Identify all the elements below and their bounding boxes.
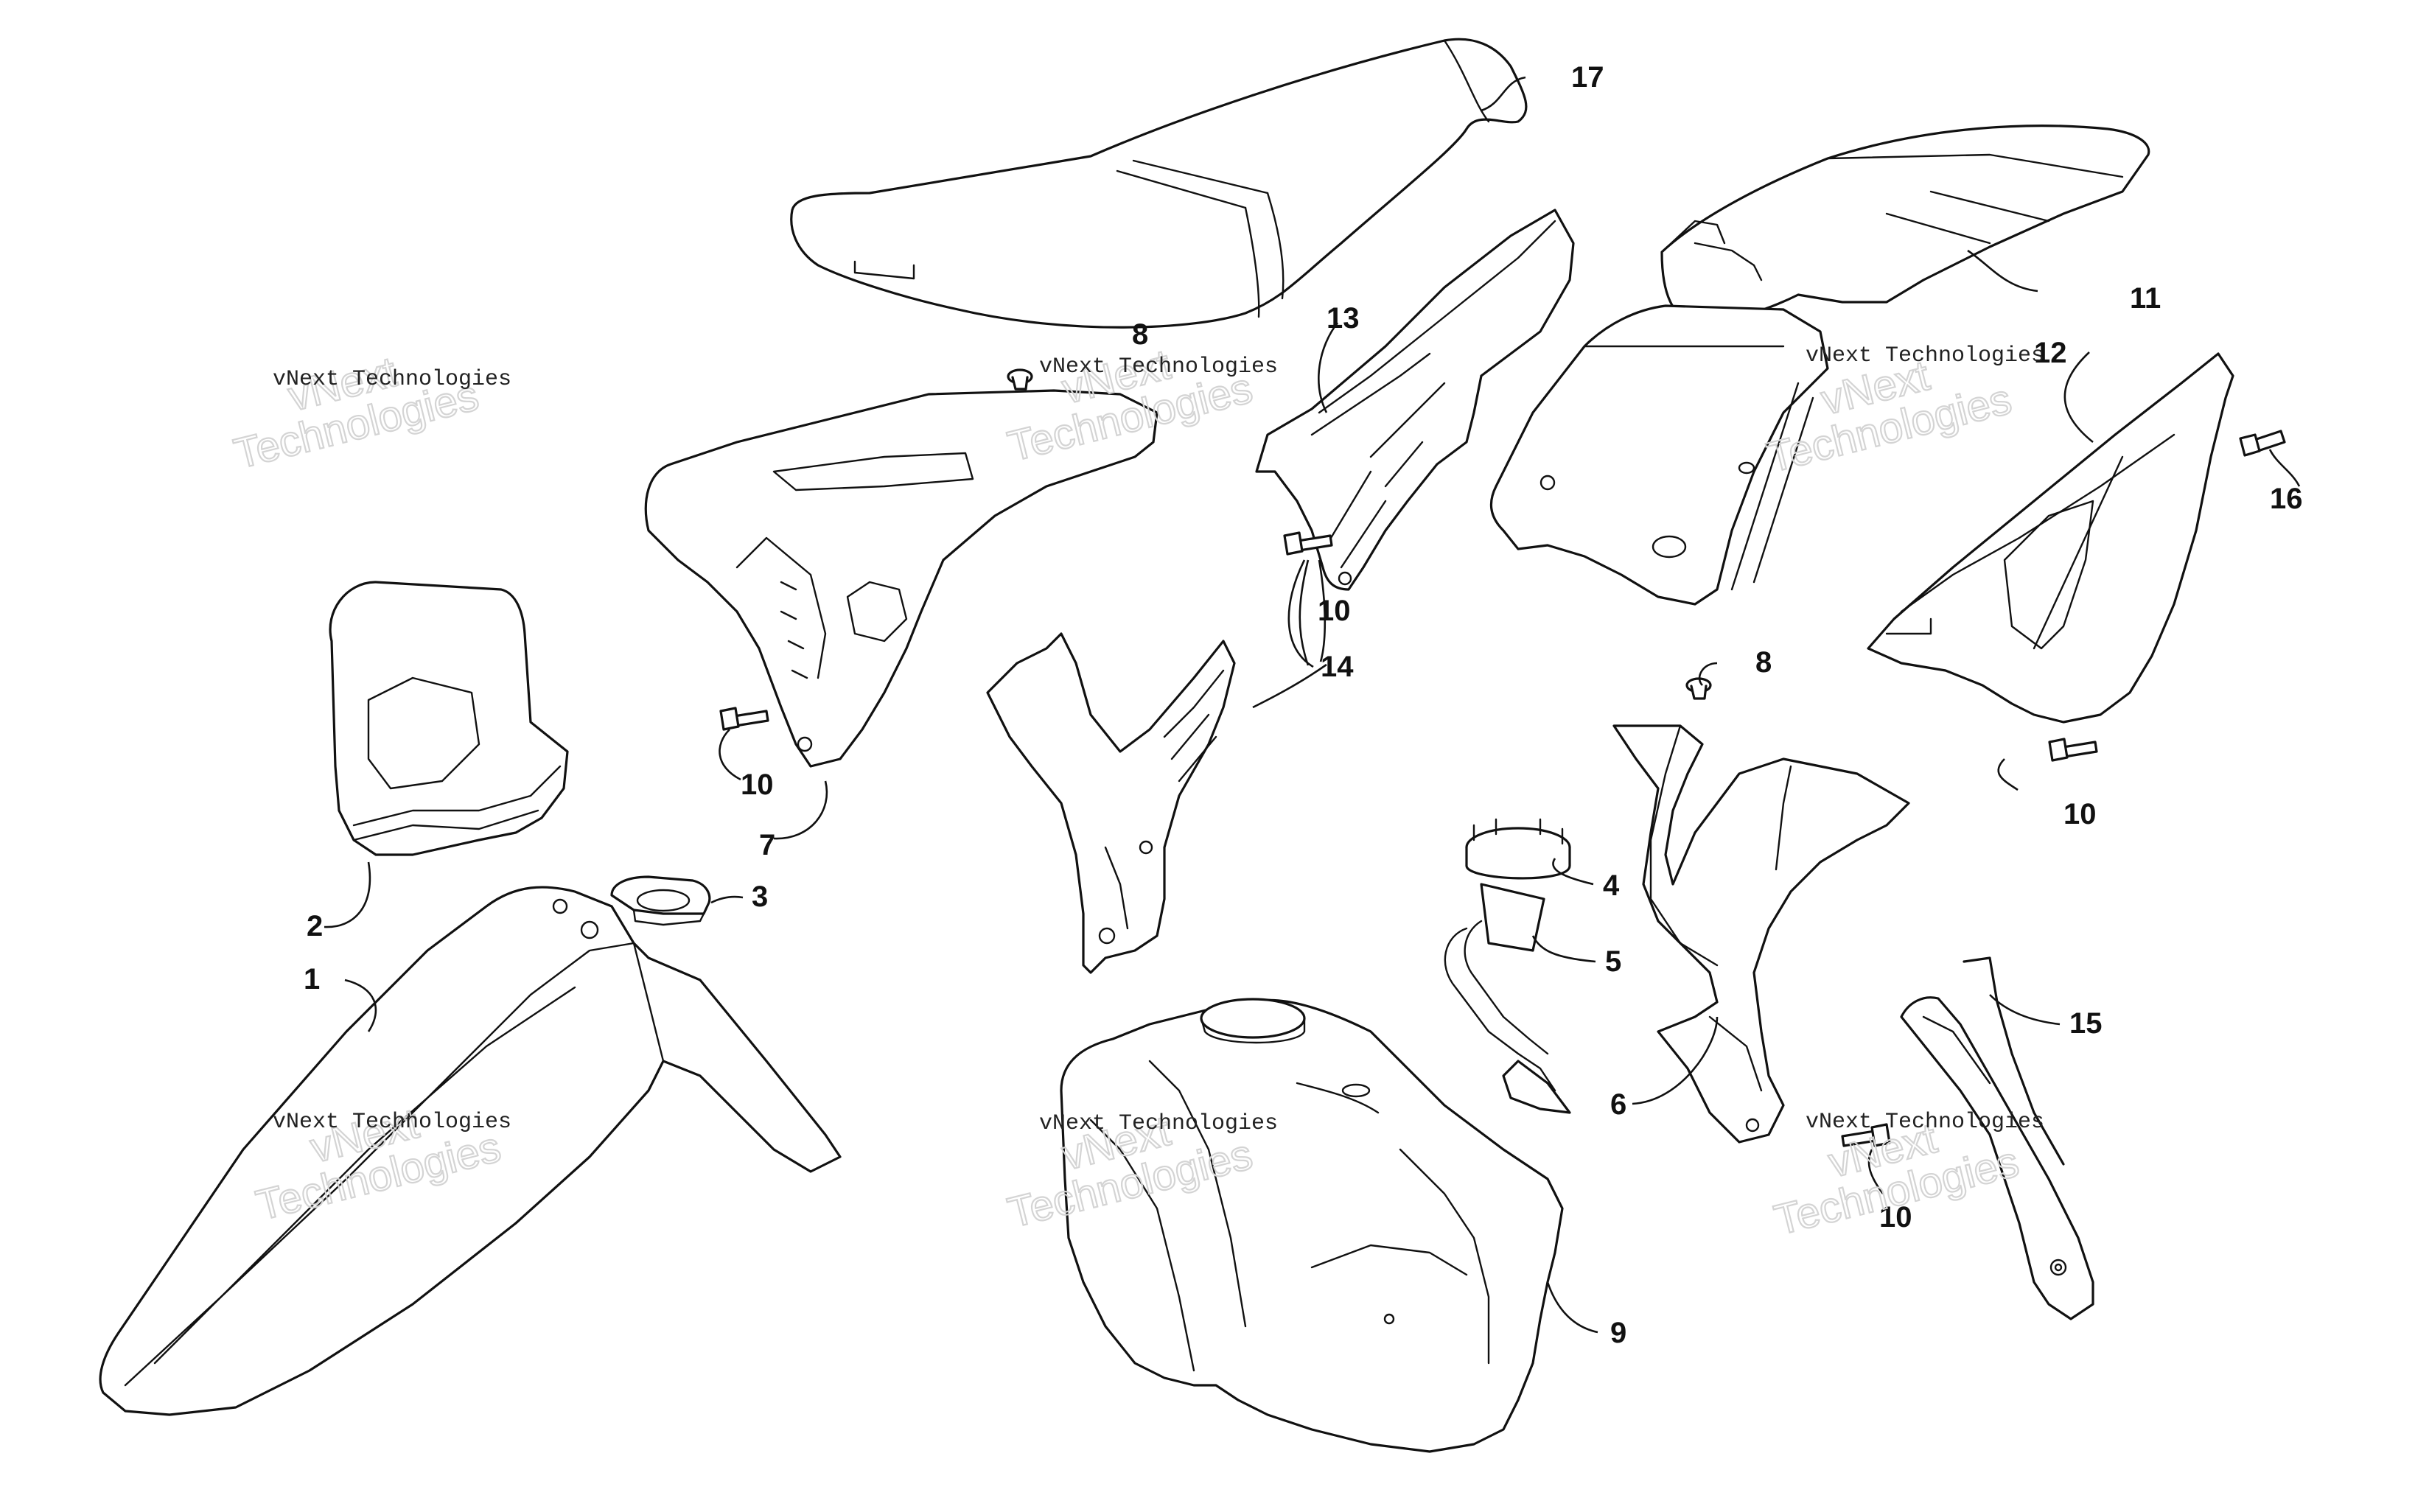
screw-8-shroud xyxy=(1007,368,1033,391)
part-airbox-cover xyxy=(1489,304,1829,606)
callout-8-top: 8 xyxy=(1132,318,1148,351)
screw-8-tank xyxy=(1685,677,1712,700)
callout-10-side: 10 xyxy=(2063,798,2097,830)
watermark: vNextTechnologies vNext Technologies xyxy=(219,330,511,479)
watermark-text: vNext Technologies xyxy=(1039,354,1278,379)
part-fuel-tank xyxy=(1060,998,1564,1453)
callout-10-shroud: 10 xyxy=(741,769,774,801)
part-rear-fender xyxy=(1660,125,2150,326)
callout-14: 14 xyxy=(1321,651,1354,683)
callout-7: 7 xyxy=(759,829,775,861)
part-radiator-shroud xyxy=(644,389,1158,768)
part-side-panel-upper xyxy=(1255,209,1575,591)
callout-2: 2 xyxy=(307,910,323,942)
part-number-plate xyxy=(329,581,569,856)
part-frame-guard xyxy=(986,632,1236,974)
watermark-overlay-text: vNextTechnologies xyxy=(219,330,483,478)
callout-5: 5 xyxy=(1605,945,1621,978)
watermark-text: vNext Technologies xyxy=(273,1110,511,1135)
callout-6: 6 xyxy=(1610,1088,1626,1121)
part-seat xyxy=(790,38,1528,329)
callout-11: 11 xyxy=(2130,282,2161,315)
watermark-text: vNext Technologies xyxy=(1039,1111,1278,1136)
callout-labels: 17 13 11 12 16 8 8 10 10 10 10 14 7 2 3 … xyxy=(304,61,2303,1349)
callout-13: 13 xyxy=(1327,302,1360,335)
watermark-text: vNext Technologies xyxy=(1806,1110,2044,1135)
bolt-10-shroud-right xyxy=(1841,1123,1891,1147)
watermark-text: vNext Technologies xyxy=(1806,343,2044,368)
part-right-shroud xyxy=(1612,724,1910,1144)
callout-10-panel: 10 xyxy=(1318,595,1351,627)
callout-9: 9 xyxy=(1610,1317,1626,1349)
bolt-10-shroud xyxy=(719,707,769,731)
bolt-10-side xyxy=(2048,738,2098,762)
callout-12: 12 xyxy=(2034,337,2067,369)
callout-4: 4 xyxy=(1603,869,1620,902)
part-clamp xyxy=(610,875,711,926)
leader-lines xyxy=(324,76,2301,1334)
callout-3: 3 xyxy=(752,881,768,913)
callout-1: 1 xyxy=(304,963,320,995)
callout-8-right: 8 xyxy=(1755,646,1772,679)
part-side-panel-right xyxy=(1867,352,2234,724)
callout-17: 17 xyxy=(1571,61,1604,94)
callout-10-lower: 10 xyxy=(1879,1201,1912,1233)
part-bolt-16 xyxy=(2239,430,2286,457)
callout-16: 16 xyxy=(2270,483,2303,515)
watermark-text: vNext Technologies xyxy=(273,367,511,392)
bolt-10-panel xyxy=(1283,531,1333,556)
part-frame-guard-right xyxy=(1900,956,2094,1320)
part-fuel-pump xyxy=(1444,818,1571,1114)
callout-15: 15 xyxy=(2069,1007,2103,1040)
part-front-fender xyxy=(99,886,842,1416)
